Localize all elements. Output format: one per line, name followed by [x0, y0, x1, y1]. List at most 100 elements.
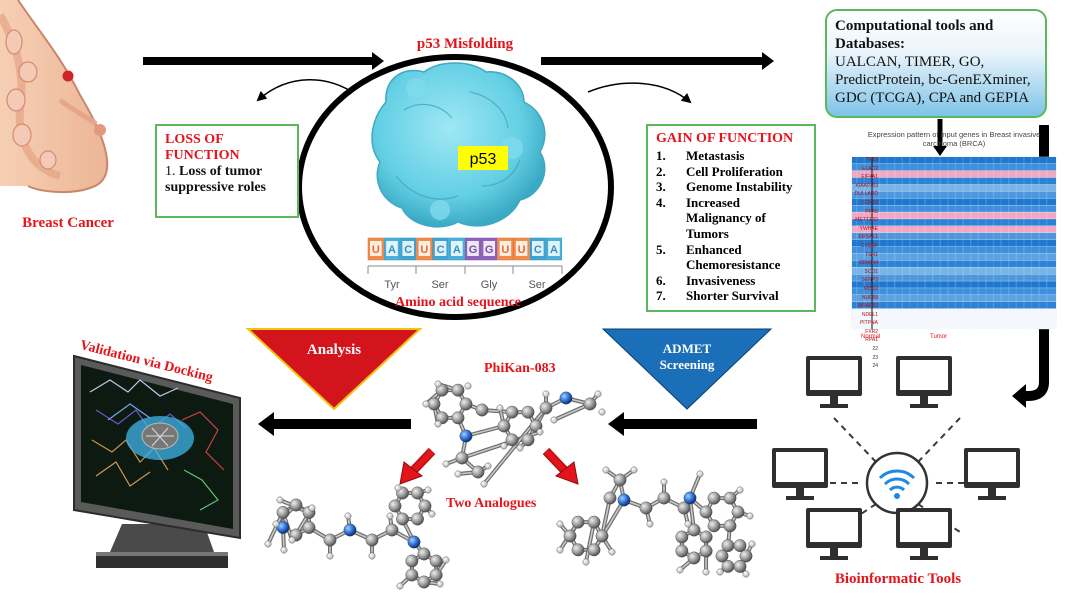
loss-item-text: Loss of tumor suppressive roles: [165, 164, 266, 195]
rna-letter: U: [372, 244, 380, 256]
heatmap-streak: [970, 301, 972, 309]
heatmap-streak: [992, 232, 995, 240]
heatmap-streak: [939, 288, 941, 295]
heatmap-streak: [901, 177, 903, 185]
heatmap-streak: [1046, 163, 1048, 171]
heatmap-streak: [1046, 226, 1048, 233]
gain-item-text: Cell Proliferation: [686, 163, 783, 179]
carbon-atom: [723, 519, 737, 533]
carbon-atom: [471, 465, 485, 479]
heatmap-streak: [916, 191, 919, 199]
heatmap-streak: [954, 191, 957, 199]
heatmap-streak: [1030, 212, 1033, 219]
heatmap-streak: [1008, 219, 1010, 226]
heatmap-streak: [878, 239, 881, 247]
heatmap-streak: [1000, 219, 1002, 226]
heatmap-streak: [939, 191, 941, 199]
heatmap-streak: [1046, 260, 1048, 268]
heatmap-streak: [886, 295, 888, 302]
heatmap-streak: [932, 170, 934, 178]
hydrogen-atom: [542, 390, 550, 398]
heatmap-streak: [970, 253, 972, 261]
heatmap-streak: [1008, 239, 1010, 247]
codon-label: Gly: [481, 279, 498, 291]
heatmap-streak: [924, 253, 926, 261]
heatmap-streak: [863, 184, 865, 192]
heatmap-streak: [886, 226, 888, 233]
heatmap-streak: [932, 308, 934, 316]
heatmap-streak: [970, 281, 972, 288]
heatmap-streak: [1030, 308, 1033, 316]
heatmap-streak: [1038, 295, 1040, 302]
heatmap-streak: [886, 170, 888, 178]
rna-letter: C: [534, 244, 542, 256]
heatmap-streak: [954, 308, 957, 316]
hydrogen-atom: [464, 382, 472, 390]
heatmap-streak: [932, 253, 934, 261]
heatmap-streak: [977, 246, 979, 254]
heatmap-row: [852, 212, 1056, 219]
heatmap-row: [852, 232, 1056, 240]
hydrogen-atom: [272, 520, 280, 528]
arrow-head: [762, 52, 774, 70]
heatmap-streak: [985, 232, 987, 240]
nitrogen-atom: [276, 521, 290, 534]
heatmap-streak: [970, 308, 972, 316]
heatmap-row: [852, 281, 1056, 288]
carbon-atom: [731, 505, 745, 519]
heatmap-streak: [916, 198, 919, 205]
heatmap-streak: [1030, 315, 1033, 323]
gain-item: 3.Genome Instability: [656, 179, 806, 195]
heatmap-streak: [932, 219, 934, 226]
heatmap-streak: [1038, 163, 1040, 171]
heatmap-streak: [894, 322, 896, 330]
carbon-atom: [505, 433, 519, 447]
heatmap-gene-label: COX10: [861, 199, 878, 206]
arrow-head: [933, 146, 947, 156]
heatmap-streak: [901, 295, 903, 302]
heatmap-streak: [901, 219, 903, 226]
heatmap-streak: [886, 163, 888, 171]
heatmap-streak: [1008, 198, 1010, 205]
heatmap-streak: [954, 205, 957, 212]
heatmap-streak: [932, 267, 934, 274]
carbon-atom: [405, 554, 419, 568]
heatmap-row: [852, 198, 1056, 205]
heatmap-streak: [894, 205, 896, 212]
heatmap-streak: [856, 322, 858, 330]
heatmap-streak: [1023, 267, 1025, 274]
admet-triangle: [601, 328, 773, 410]
heatmap-streak: [932, 177, 934, 185]
carbon-atom: [707, 519, 721, 533]
heatmap-streak: [901, 308, 903, 316]
heatmap-streak: [1000, 177, 1002, 185]
heatmap-streak: [947, 295, 949, 302]
heatmap-streak: [985, 267, 987, 274]
rna-letter: U: [420, 244, 428, 256]
heatmap-streak: [916, 163, 919, 171]
heatmap-streak: [947, 170, 949, 178]
heatmap-streak: [1030, 232, 1033, 240]
heatmap-streak: [856, 205, 858, 212]
heatmap-streak: [924, 295, 926, 302]
heatmap-streak: [1023, 295, 1025, 302]
heatmap-streak: [886, 219, 888, 226]
heatmap-row: [852, 205, 1056, 212]
heatmap-streak: [1000, 232, 1002, 240]
heatmap-streak: [939, 205, 941, 212]
heatmap-streak: [954, 239, 957, 247]
heatmap-streak: [1046, 177, 1048, 185]
heatmap-streak: [947, 301, 949, 309]
heatmap-streak: [856, 260, 858, 268]
heatmap-streak: [985, 219, 987, 226]
two-analogues-label: Two Analogues: [446, 496, 537, 511]
heatmap-streak: [901, 239, 903, 247]
heatmap-streak: [939, 198, 941, 205]
heatmap-streak: [1008, 246, 1010, 254]
bioinformatic-network: [772, 356, 1020, 560]
heatmap-streak: [856, 184, 858, 192]
admet-screening-label: ADMET Screening: [659, 341, 715, 372]
gain-item-number: 7.: [656, 288, 666, 304]
heatmap-streak: [894, 301, 896, 309]
